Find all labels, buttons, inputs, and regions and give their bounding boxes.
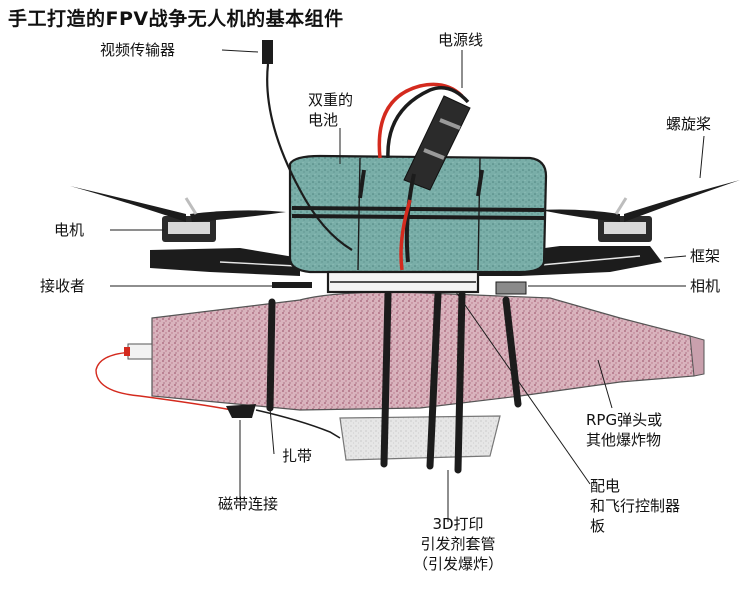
label-pdb-line1: 配电: [590, 476, 680, 496]
initiator-housing: [340, 416, 500, 460]
label-frame: 框架: [690, 246, 720, 266]
label-propeller: 螺旋桨: [666, 114, 711, 134]
label-pdb-line3: 板: [590, 516, 680, 536]
label-rpg-line2: 其他爆炸物: [586, 430, 662, 450]
label-fuse-line3: （引发爆炸）: [396, 554, 520, 574]
label-zip-tie: 扎带: [282, 446, 312, 466]
camera-unit: [496, 282, 526, 294]
propeller-right-b: [540, 210, 620, 223]
page-title: 手工打造的FPV战争无人机的基本组件: [8, 4, 344, 31]
warhead-body: [152, 292, 696, 410]
receiver-unit: [272, 282, 312, 288]
label-pdb-line2: 和飞行控制器: [590, 496, 680, 516]
label-rpg-warhead: RPG弹头或 其他爆炸物: [586, 410, 662, 450]
fuse-nozzle: [128, 344, 152, 359]
label-dual-battery-line1: 双重的: [308, 90, 353, 110]
label-receiver: 接收者: [40, 276, 85, 296]
label-motor: 电机: [54, 220, 84, 240]
label-fuse-line2: 引发剂套管: [396, 534, 520, 554]
label-initiator-housing: 3D打印 引发剂套管 （引发爆炸）: [396, 514, 520, 574]
magnetic-connector: [226, 404, 256, 418]
label-magnetic-connector: 磁带连接: [218, 494, 278, 514]
label-fuse-line1: 3D打印: [396, 514, 520, 534]
label-rpg-line1: RPG弹头或: [586, 410, 662, 430]
propeller-left-b: [190, 210, 286, 222]
label-power-cable: 电源线: [438, 30, 483, 50]
label-dual-battery-line2: 电池: [308, 110, 353, 130]
label-camera: 相机: [690, 276, 720, 296]
video-transmitter-unit: [262, 40, 273, 64]
label-pdb-fc: 配电 和飞行控制器 板: [590, 476, 680, 536]
propeller-right-a: [624, 180, 740, 222]
label-video-transmitter: 视频传输器: [100, 40, 175, 60]
label-dual-battery: 双重的 电池: [308, 90, 353, 130]
